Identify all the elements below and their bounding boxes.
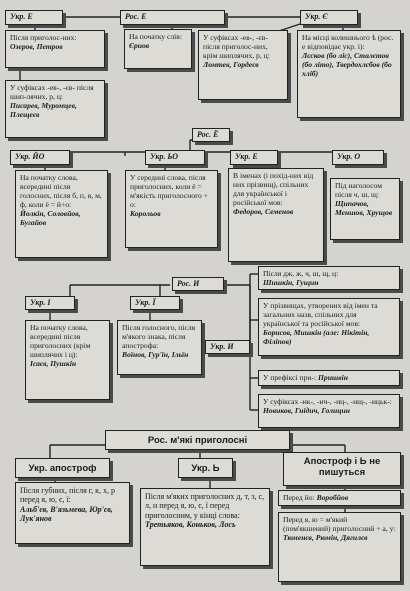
box-ye-suffix-text: У суфіксах -ев-, -єв- після приголос-них… (203, 33, 270, 60)
header-ukr-ye: Укр. Є (300, 10, 358, 25)
box-apostrophe-labial-example: Альб'єв, В'язьмева, Юр'єв, Лук'янов (20, 504, 113, 524)
box-y-prefix-example: Пришвін (317, 373, 348, 382)
box-o-stressed-text: Під наголосом після ч, ш, щ: (335, 181, 383, 199)
box-y-suffixes: У суфіксах -ик-, -ич-, -иц-, -ищ-, -ицьк… (258, 394, 400, 428)
box-yo-start-example: Йолкін, Соловйов, Бугайов (20, 208, 81, 227)
box-o-stressed: Під наголосом після ч, ш, щ: Щипачов, Ме… (330, 178, 400, 240)
box-ye-suffix: У суфіксах -ев-, -єв- після приголос-них… (198, 30, 288, 100)
box-y-suffixes-example: Новиков, Гнідич, Голицин (263, 405, 350, 415)
box-ye-yat: На місці колишнього ѣ (рос. е відповідає… (297, 30, 401, 118)
header-ukr-soft-sign: Укр. Ь (178, 458, 233, 478)
box-y-after-hushing-example: Шишкін, Гущин (263, 277, 319, 287)
box-i-start-text: На початку слова, всередині після пригол… (30, 323, 91, 359)
box-ye-word-start-example: Єриов (129, 40, 150, 50)
box-e-names-example: Федоров, Семенов (233, 206, 294, 216)
box-apostrophe-labial: Після губних, після г, к, х, р перед я, … (15, 482, 130, 544)
header-ukr-e-2: Укр. Е (230, 150, 278, 165)
box-apostrophe-labial-text: Після губних, після г, к, х, р перед я, … (20, 486, 116, 505)
box-e-after-consonants-example: Озеров, Петров (10, 41, 63, 51)
box-soft-o-middle-example: Корольов (130, 208, 161, 218)
box-y-prefix: У префіксі при-: Пришвін (258, 370, 400, 386)
box-y-surnames-text: У прізвищах, утворених від імен та загал… (263, 301, 378, 328)
box-yi-after-vowel-example: Воїнов, Гур'їн, Ільїн (122, 349, 189, 359)
box-e-names: В іменах (і похід-них від них прізвищ), … (228, 168, 324, 262)
box-y-after-hushing-text: Після дж, ж, ч, ш, щ, ц: (263, 269, 339, 278)
box-ye-yat-example: Лєсков (бо ліс), Сталєтов (бо літо), Тве… (302, 50, 392, 78)
box-i-start: На початку слова, всередині після пригол… (25, 320, 110, 400)
header-ros-yo: Рос. Ё (192, 128, 230, 142)
box-y-suffixes-text: У суфіксах -ик-, -ич-, -иц-, -ищ-, -ицьк… (263, 397, 392, 406)
box-no-sign-before-ya-example: Тюменєв, Рюмін, Дягилєв (283, 532, 368, 542)
box-yi-after-vowel-text: Після голосного, після м'якого знака, пі… (122, 323, 196, 350)
header-ukr-o: Укр. О (332, 150, 384, 165)
box-soft-o-middle-text: У середині слова, після приголосних, кол… (130, 173, 208, 209)
box-e-suffix-hushing-example: Писарев, Муромцев, Плещеєв (10, 100, 77, 119)
box-y-surnames-example: Борисов, Мишкін (але: Нікітін, Філіпов) (263, 327, 370, 346)
header-ukr-e: Укр. Е (5, 10, 63, 25)
box-ye-suffix-example: Ломтев, Гордеєв (203, 59, 259, 69)
header-ukr-apostrophe: Укр. апостроф (15, 458, 110, 478)
box-soft-o-middle: У середині слова, після приголосних, кол… (125, 170, 218, 248)
box-ye-word-start-text: На початку слів: (129, 32, 182, 41)
box-y-prefix-text: У префіксі при-: (263, 373, 317, 382)
header-ukr-soft-o: Укр. ЬО (145, 150, 205, 165)
box-o-stressed-example: Щипачов, Меншов, Хрущов (335, 198, 393, 217)
box-no-sign-before-yo-text: Перед йо: (283, 493, 315, 502)
box-e-names-text: В іменах (і похід-них від них прізвищ), … (233, 171, 314, 207)
box-no-sign-before-yo-example: Воробйов (316, 493, 349, 502)
box-y-surnames: У прізвищах, утворених від імен та загал… (258, 298, 400, 356)
box-yi-after-vowel: Після голосного, після м'якого знака, пі… (117, 320, 202, 375)
box-soft-sign-after-soft: Після м'яких приголосних д, т, з, с, л, … (140, 488, 270, 566)
box-e-after-consonants-text: Після приголос-них: (10, 33, 77, 42)
box-yo-start-text: На початку слова, всередині після голосн… (20, 173, 102, 209)
header-ros-i: Рос. И (172, 277, 224, 291)
header-ukr-yo: Укр. ЙО (10, 150, 70, 165)
box-no-sign-before-yo: Перед йо: Воробйов (278, 490, 401, 506)
box-no-sign-before-ya: Перед я, ю = м'який (пом'якшений) пригол… (278, 512, 401, 582)
box-e-suffix-hushing-text: У суфіксах -ев-, -єв- після шип-лячих, р… (10, 83, 94, 101)
header-ros-soft-consonants: Рос. м'які приголосні (105, 430, 290, 450)
box-e-suffix-hushing: У суфіксах -ев-, -єв- після шип-лячих, р… (5, 80, 105, 138)
header-ukr-i: Укр. І (25, 296, 75, 310)
box-soft-sign-after-soft-example: Третьяков, Коньков, Лось (145, 520, 236, 530)
header-ukr-y: Укр. И (205, 340, 250, 354)
box-ye-word-start: На початку слів: Єриов (124, 29, 192, 69)
box-y-after-hushing: Після дж, ж, ч, ш, щ, ц: Шишкін, Гущин (258, 266, 400, 290)
header-ros-e: Рос. Е (120, 10, 225, 25)
box-no-sign-before-ya-text: Перед я, ю = м'який (пом'якшений) пригол… (283, 515, 396, 533)
box-ye-yat-text: На місці колишнього ѣ (рос. е відповідає… (302, 33, 394, 51)
header-no-apostrophe: Апостроф і Ь не пишуться (283, 452, 401, 486)
box-yo-start: На початку слова, всередині після голосн… (15, 170, 108, 258)
box-soft-sign-after-soft-text: Після м'яких приголосних д, т, з, с, л, … (145, 492, 265, 520)
header-ukr-yi: Укр. Ї (130, 296, 180, 310)
box-i-start-example: Ісаєв, Пушкін (30, 358, 77, 368)
box-e-after-consonants: Після приголос-них: Озеров, Петров (5, 30, 105, 68)
